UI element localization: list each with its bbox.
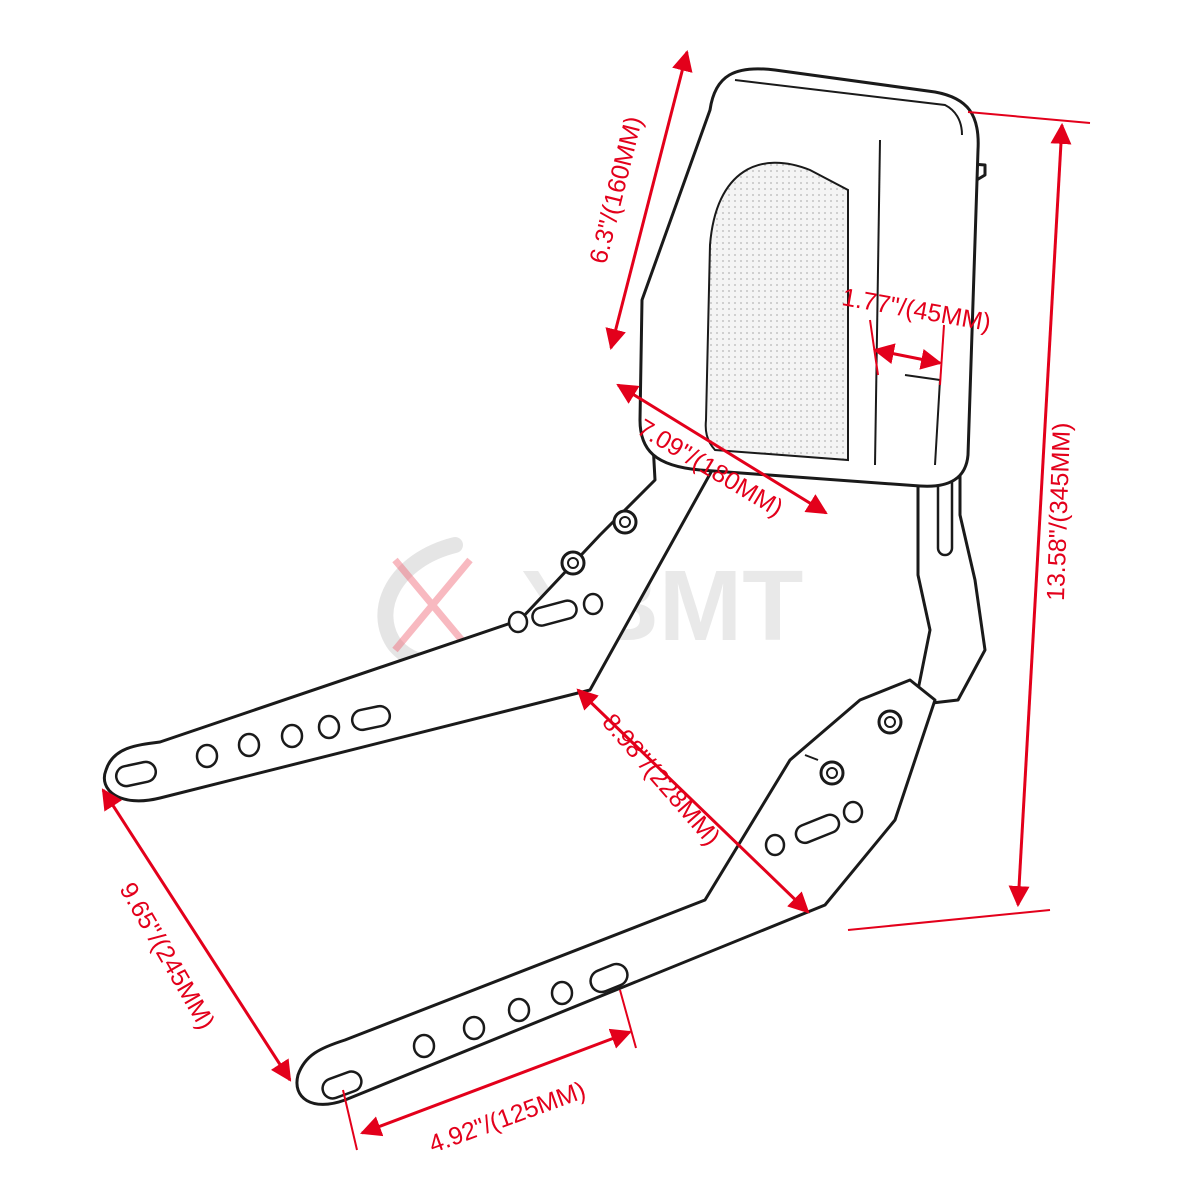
mount-hole [550, 980, 574, 1006]
upper-arm-bolt-1 [612, 509, 638, 535]
lower-arm-label: 9.65"/(245MM) [114, 878, 220, 1034]
mount-hole [507, 610, 529, 634]
mount-hole [195, 743, 219, 769]
end-slot [114, 760, 158, 788]
mount-hole [462, 1015, 486, 1041]
mount-hole [842, 800, 864, 824]
pad-seam [734, 79, 963, 136]
mount-hole [764, 833, 786, 857]
mount-slot [589, 962, 629, 994]
mount-hole [582, 592, 604, 616]
mount-hole [412, 1033, 436, 1059]
mount-slot [350, 704, 392, 732]
total-height-label: 13.58"/(345MM) [1042, 422, 1076, 601]
mesh-insert [704, 161, 849, 462]
upper-arm-label: 8.98"/(228MM) [597, 708, 726, 851]
dim-lower-arm: 9.65"/(245MM) [101, 788, 292, 1082]
lower-arm-bolt-1 [877, 709, 903, 735]
mount-slot [531, 599, 578, 627]
dim-total-height: 13.58"/(345MM) [847, 111, 1091, 931]
mount-hole [507, 997, 531, 1023]
hole-spacing-label: 4.92"/(125MM) [425, 1076, 589, 1159]
lower-arm-bolt-2 [819, 760, 845, 786]
backrest-pad [638, 67, 980, 488]
mount-hole [280, 723, 304, 749]
upper-arm-bolt-2 [560, 550, 586, 576]
pad-side-seam [874, 139, 881, 466]
mount-hole [317, 714, 341, 740]
mount-hole [237, 732, 261, 758]
